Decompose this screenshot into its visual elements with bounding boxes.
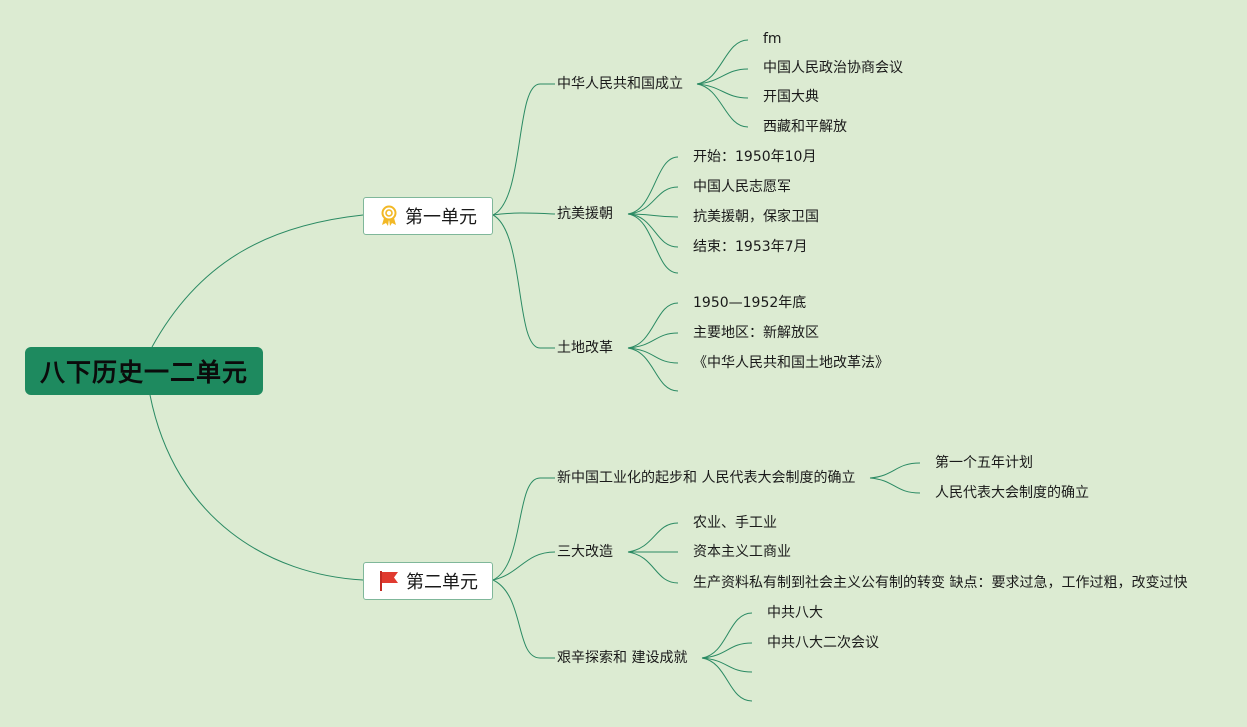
list-item[interactable]: 《中华人民共和国土地改革法》 [693,355,889,371]
list-item[interactable]: 资本主义工商业 [693,544,791,560]
unit2-node[interactable]: 第二单元 [363,562,493,600]
list-item[interactable]: 中共八大二次会议 [767,635,879,651]
edge-root-unit2 [149,394,364,581]
topic-exploration-achievements[interactable]: 艰辛探索和 建设成就 [557,650,688,666]
edge-root-unit1 [151,214,364,348]
edge-unit1-topic1 [492,83,555,216]
list-item[interactable]: 结束：1953年7月 [693,239,808,255]
topic-three-transformations[interactable]: 三大改造 [557,544,613,560]
list-item[interactable]: fm [763,31,782,47]
award-medal-icon [381,205,397,226]
topic-industrialization[interactable]: 新中国工业化的起步和 人民代表大会制度的确立 [557,470,856,486]
list-item[interactable]: 开始：1950年10月 [693,149,817,165]
list-item[interactable]: 农业、手工业 [693,515,777,531]
topic-land-reform[interactable]: 土地改革 [557,340,613,356]
list-item[interactable]: 中国人民政治协商会议 [763,60,903,76]
unit1-label: 第一单元 [405,207,477,228]
edge-unit1-topic3 [492,214,555,349]
unit1-node[interactable]: 第一单元 [363,197,493,235]
topic-prc-founding[interactable]: 中华人民共和国成立 [557,76,683,92]
red-flag-icon [380,571,398,591]
list-item[interactable]: 生产资料私有制到社会主义公有制的转变 缺点：要求过急，工作过粗，改变过快 [693,575,1188,591]
list-item[interactable]: 抗美援朝，保家卫国 [693,209,819,225]
edge-unit2-topic3 [492,579,555,659]
edge-unit2-topic1 [492,477,555,581]
list-item[interactable]: 主要地区：新解放区 [693,325,819,341]
list-item[interactable]: 中共八大 [767,605,823,621]
list-item[interactable]: 开国大典 [763,89,819,105]
list-item[interactable]: 1950—1952年底 [693,295,807,311]
list-item[interactable]: 人民代表大会制度的确立 [935,485,1089,501]
edge-unit2-topic2 [492,551,556,581]
topic-resist-us-aid-korea[interactable]: 抗美援朝 [557,206,613,222]
list-item[interactable]: 第一个五年计划 [935,455,1033,471]
unit2-label: 第二单元 [406,572,478,593]
root-node[interactable]: 八下历史一二单元 [25,347,263,395]
root-label: 八下历史一二单元 [39,358,248,387]
edge-unit1-topic2 [492,212,556,216]
list-item[interactable]: 西藏和平解放 [763,119,847,135]
list-item[interactable]: 中国人民志愿军 [693,179,791,195]
